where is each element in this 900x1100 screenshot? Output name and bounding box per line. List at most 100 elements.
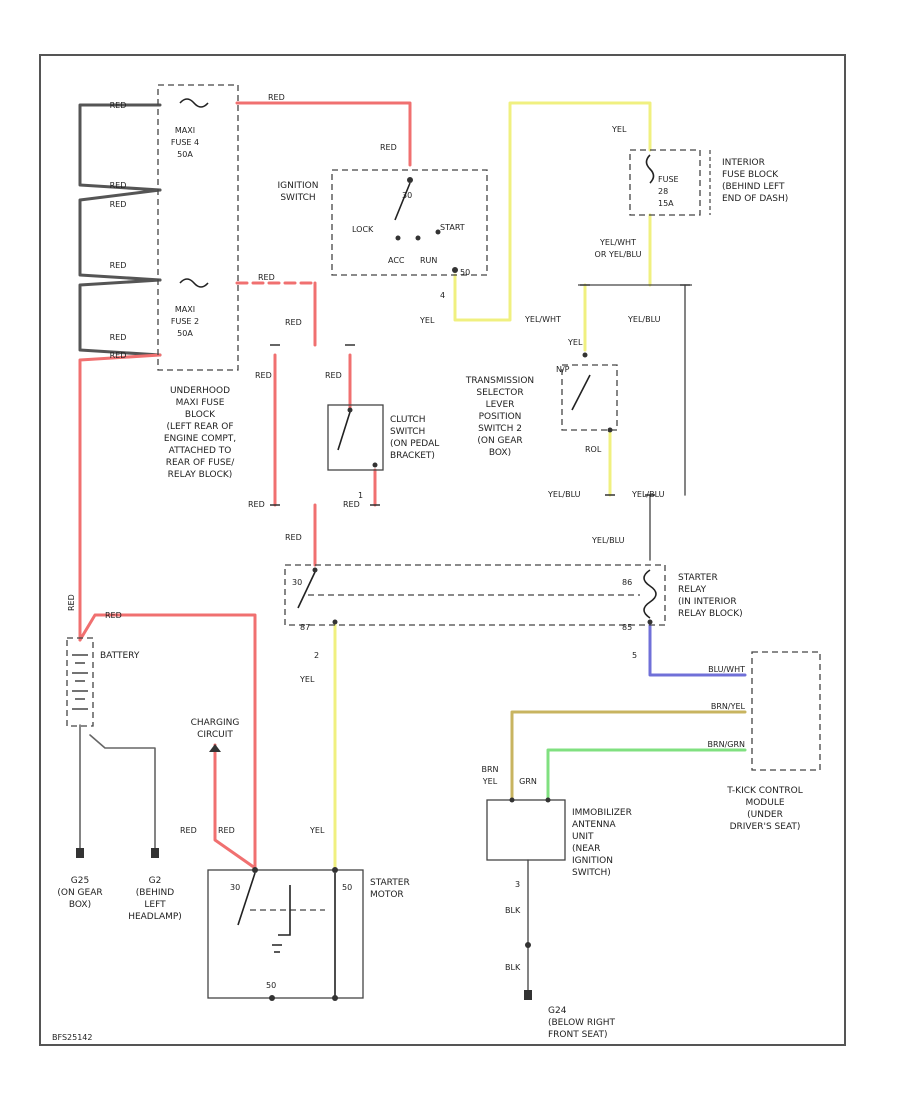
ground-g2-label: (BEHIND	[136, 888, 175, 898]
transmission-switch: N/P ROL	[556, 352, 618, 454]
trans-pos-np: N/P	[556, 365, 570, 374]
fuse2-line3: 50A	[177, 329, 193, 338]
interior-fuse-desc: FUSE BLOCK	[722, 170, 779, 180]
interior-fuse-line: 15A	[658, 199, 674, 208]
wire-label-brn-yel: BRN/YEL	[711, 702, 746, 711]
immobilizer-label: UNIT	[572, 832, 594, 842]
blk-splice	[525, 942, 531, 948]
wire-label-red-3: RED	[110, 200, 127, 209]
ignition-switch-label: SWITCH	[280, 193, 315, 203]
diagram-frame	[39, 54, 846, 1046]
relay-terminal-87: 87	[300, 623, 310, 632]
ground-g25	[76, 848, 84, 858]
wire-label-yel-blu: YEL/BLU	[591, 536, 625, 545]
wire-label-red: RED	[258, 273, 275, 282]
starter-relay-label: RELAY	[678, 585, 707, 595]
fuse-block-line: (LEFT REAR OF	[166, 422, 233, 432]
wire-label-red: RED	[285, 533, 302, 542]
ground-g2-label: G2	[149, 876, 162, 886]
module-label: MODULE	[745, 798, 784, 808]
clutch-switch-label: BRACKET)	[390, 451, 435, 461]
ignition-switch: 30 LOCK ACC RUN START 50	[331, 169, 488, 277]
immobilizer-label: ANTENNA	[572, 820, 617, 830]
wire-label-yel: YEL	[309, 826, 325, 835]
starter-terminal-30: 30	[230, 883, 240, 892]
starter-relay-label: RELAY BLOCK)	[678, 609, 743, 619]
fuse2-line2: FUSE 2	[171, 317, 199, 326]
relay-terminal-30: 30	[292, 578, 302, 587]
wire-label-yel-blu: YEL/BLU	[627, 315, 661, 324]
immobilizer-antenna	[486, 797, 566, 861]
fuse-block-black-wires	[78, 103, 162, 357]
ignition-pos-acc: ACC	[388, 256, 405, 265]
starter-motor-label: MOTOR	[370, 890, 404, 900]
wire-label-red-4: RED	[110, 261, 127, 270]
wire-label-red: RED	[325, 371, 342, 380]
immobilizer-label: (NEAR	[572, 844, 600, 854]
t-kick-module-box	[751, 651, 821, 771]
relay-terminal-86: 86	[622, 578, 632, 587]
trans-switch-label: SELECTOR	[476, 388, 523, 398]
fuse-block-line: ATTACHED TO	[169, 446, 232, 456]
wire-label-blu-wht: BLU/WHT	[708, 665, 745, 674]
starter-motor: 30 50 50	[207, 867, 364, 1001]
starter-relay-label: (IN INTERIOR	[678, 597, 737, 607]
fuse1-line3: 50A	[177, 150, 193, 159]
pin-3: 3	[515, 880, 520, 889]
ground-g2-label: HEADLAMP)	[128, 912, 182, 922]
diagram-code: BFS25142	[52, 1033, 92, 1042]
module-label: DRIVER'S SEAT)	[730, 822, 801, 832]
interior-fuse-line: FUSE	[658, 175, 679, 184]
ignition-pos-run: RUN	[420, 256, 437, 265]
interior-fuse-line: 28	[658, 187, 668, 196]
trans-switch-label: (ON GEAR	[477, 436, 522, 446]
wire-label-red: RED	[180, 826, 197, 835]
immobilizer-label: IGNITION	[572, 856, 613, 866]
starter-relay-label: STARTER	[678, 573, 718, 583]
fuse1-line1: MAXI	[175, 126, 195, 135]
wire-label-blk: BLK	[505, 963, 521, 972]
trans-pos-rol: ROL	[585, 445, 602, 454]
fuse-block-line: MAXI FUSE	[176, 398, 225, 408]
wire-label-red: RED	[285, 318, 302, 327]
ground-g25-label: (ON GEAR	[57, 888, 102, 898]
pin-5: 5	[632, 651, 637, 660]
module-label: (UNDER	[747, 810, 783, 820]
trans-switch-label: LEVER	[486, 400, 515, 410]
starter-relay: 30 86 87 85	[284, 564, 666, 632]
ignition-terminal-50: 50	[460, 268, 470, 277]
fuse-block-line: REAR OF FUSE/	[166, 458, 235, 468]
ground-g24-label: G24	[548, 1006, 567, 1016]
wire-label-yel-wht: YEL/WHT	[524, 315, 561, 324]
ignition-terminal-30: 30	[402, 191, 412, 200]
wire-label-yel-wht-or: YEL/WHT	[599, 238, 636, 247]
wire-label-red: RED	[343, 500, 360, 509]
fuse-block-line: ENGINE COMPT,	[164, 434, 236, 444]
fuse-block-line: RELAY BLOCK)	[168, 470, 233, 480]
trans-switch-label: BOX)	[489, 448, 511, 458]
grn-wire	[546, 748, 747, 802]
ground-g24-label: FRONT SEAT)	[548, 1030, 607, 1040]
fuse-block-description: UNDERHOOD MAXI FUSE BLOCK (LEFT REAR OF …	[164, 386, 236, 480]
wire-label-red-6: RED	[110, 351, 127, 360]
ground-g24-label: (BELOW RIGHT	[548, 1018, 616, 1028]
wire-label-red: RED	[67, 594, 76, 611]
interior-fuse-desc: END OF DASH)	[722, 194, 788, 204]
ground-g25-label: BOX)	[69, 900, 91, 910]
wire-label-brn-grn: BRN/GRN	[708, 740, 745, 749]
charging-arrow	[209, 744, 221, 752]
red-wires	[78, 101, 412, 872]
ignition-switch-label: IGNITION	[278, 181, 319, 191]
charging-circuit-label: CHARGING	[191, 718, 240, 728]
clutch-switch-label: (ON PEDAL	[390, 439, 439, 449]
wire-label-brn: BRN	[481, 765, 498, 774]
immobilizer-label: SWITCH)	[572, 868, 611, 878]
wire-label-yel: YEL	[299, 675, 315, 684]
yellow-wires	[333, 101, 652, 872]
wire-label-yel-blu: YEL/BLU	[547, 490, 581, 499]
clutch-switch-label: SWITCH	[390, 427, 425, 437]
trans-switch-label: POSITION	[479, 412, 522, 422]
wire-label-yel: YEL	[419, 316, 435, 325]
fuse-block-line: UNDERHOOD	[170, 386, 230, 396]
